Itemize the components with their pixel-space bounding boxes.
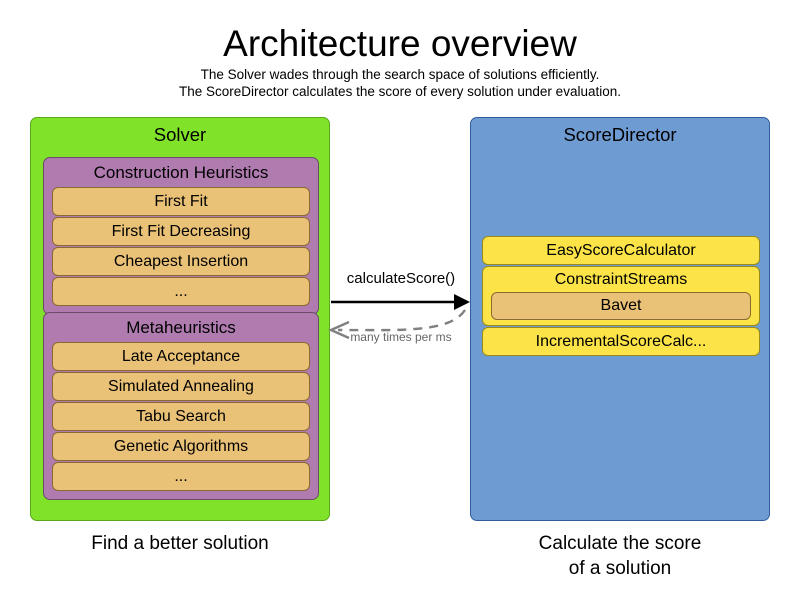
solver-caption: Find a better solution: [91, 533, 269, 554]
algorithm-box: Late Acceptance: [52, 342, 310, 371]
algorithm-box: Tabu Search: [52, 402, 310, 431]
score-calculator-box: ConstraintStreams Bavet: [482, 266, 760, 326]
algorithm-box: Genetic Algorithms: [52, 432, 310, 461]
score-director-caption: Calculate the score of a solution: [470, 531, 770, 581]
algorithm-box: ...: [52, 277, 310, 306]
score-calculator-box: EasyScoreCalculator: [482, 236, 760, 265]
algorithm-box: First Fit Decreasing: [52, 217, 310, 246]
subtitle-line-1: The Solver wades through the search spac…: [200, 67, 600, 82]
subtitle-line-2: The ScoreDirector calculates the score o…: [179, 84, 621, 99]
bavet-box: Bavet: [491, 292, 751, 320]
metaheuristics-title: Metaheuristics: [126, 318, 236, 337]
solver-panel: Solver Construction Heuristics First Fit…: [30, 117, 330, 521]
algorithm-box: First Fit: [52, 187, 310, 216]
algorithm-box: Cheapest Insertion: [52, 247, 310, 276]
calculate-score-label: calculateScore(): [346, 270, 456, 287]
many-times-per-ms-label: many times per ms: [350, 330, 452, 344]
calculate-score-arrow: [331, 294, 470, 310]
score-director-panel: ScoreDirector EasyScoreCalculator Constr…: [470, 117, 770, 521]
construction-heuristics-group: Construction Heuristics First Fit First …: [43, 157, 319, 315]
metaheuristics-group: Metaheuristics Late Acceptance Simulated…: [43, 312, 319, 500]
algorithm-box: ...: [52, 462, 310, 491]
diagram-header: Architecture overview The Solver wades t…: [0, 22, 800, 100]
score-calculator-stack: EasyScoreCalculator ConstraintStreams Ba…: [482, 236, 760, 357]
solver-panel-title: Solver: [153, 124, 207, 145]
score-director-caption-line-1: Calculate the score: [538, 533, 702, 554]
score-director-panel-title: ScoreDirector: [563, 124, 677, 145]
algorithm-box: Simulated Annealing: [52, 372, 310, 401]
score-calculator-label: ConstraintStreams: [554, 271, 688, 288]
score-calculator-box: IncrementalScoreCalc...: [482, 327, 760, 356]
score-director-caption-line-2: of a solution: [568, 558, 672, 579]
construction-heuristics-title: Construction Heuristics: [93, 163, 269, 182]
page-title: Architecture overview: [223, 23, 577, 64]
